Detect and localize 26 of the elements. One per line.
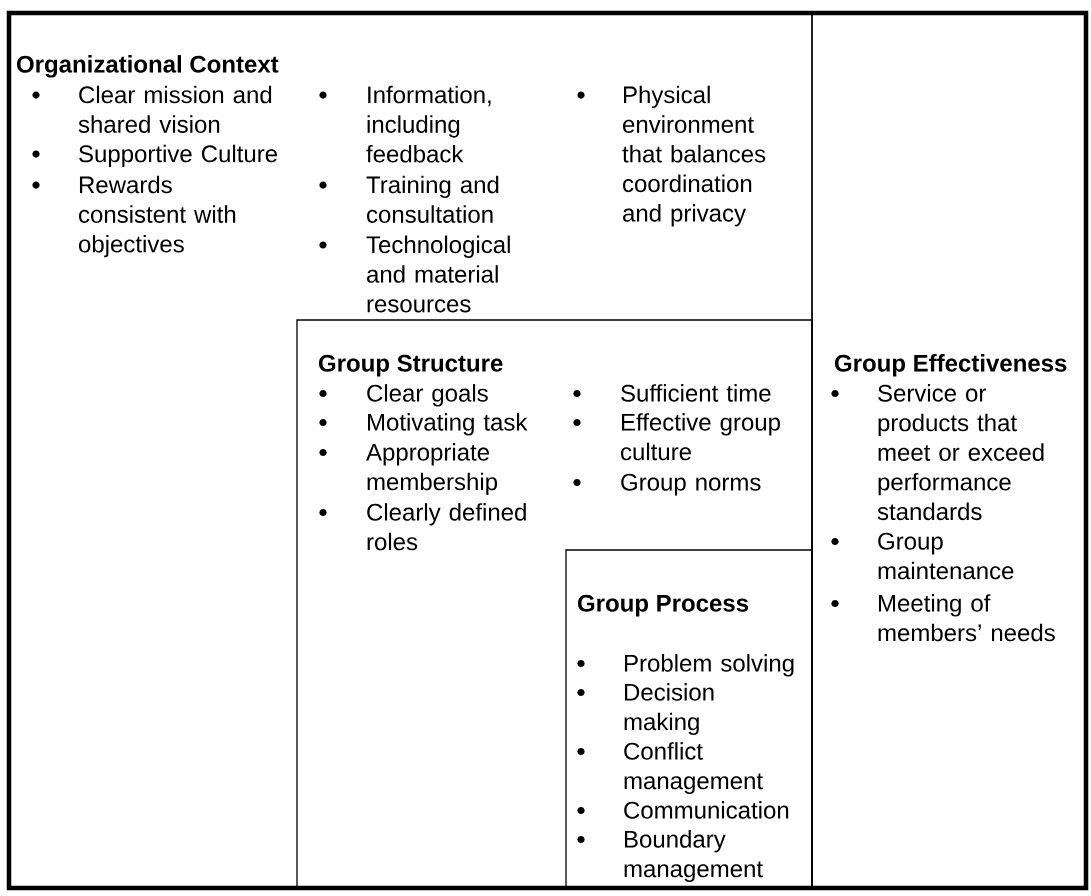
list-item: Group maintenance (878, 532, 1014, 580)
box-heading: Group Structure (319, 354, 503, 377)
list-item: Information, including feedback (366, 85, 491, 163)
list-item: Clearly defined roles (367, 503, 526, 551)
list-item: Appropriate membership (366, 443, 498, 496)
list-item: Effective group culture (621, 413, 780, 461)
list-item: Communication (624, 801, 789, 819)
box-heading: Group Effectiveness (835, 354, 1067, 377)
list-item: Service or products that meet or exceed performance standards (877, 384, 1044, 521)
list-item: Training and consultation (366, 175, 499, 223)
list-item: Technological and material resources (366, 235, 510, 313)
list-item: Problem solving (625, 654, 794, 677)
list-item: Rewards consistent with objectives (79, 175, 236, 258)
list-item: Conflict management (624, 742, 763, 795)
box-heading: Organizational Context (17, 55, 279, 78)
list-item: Clear goals (367, 384, 488, 407)
list-item: Physical environment that balances coordination and privacy (622, 85, 766, 227)
list-item: Clear mission and shared vision (78, 85, 272, 133)
list-item: Decision making (624, 683, 714, 736)
list-item: Supportive Culture (79, 144, 277, 168)
list-item: Sufficient time (621, 384, 771, 402)
list-item: Meeting of members’ needs (878, 594, 1055, 642)
box-heading: Group Process (578, 594, 749, 617)
list-item: Boundary management (624, 830, 763, 883)
list-item: Group norms (621, 473, 761, 496)
list-item: Motivating task (368, 413, 528, 436)
